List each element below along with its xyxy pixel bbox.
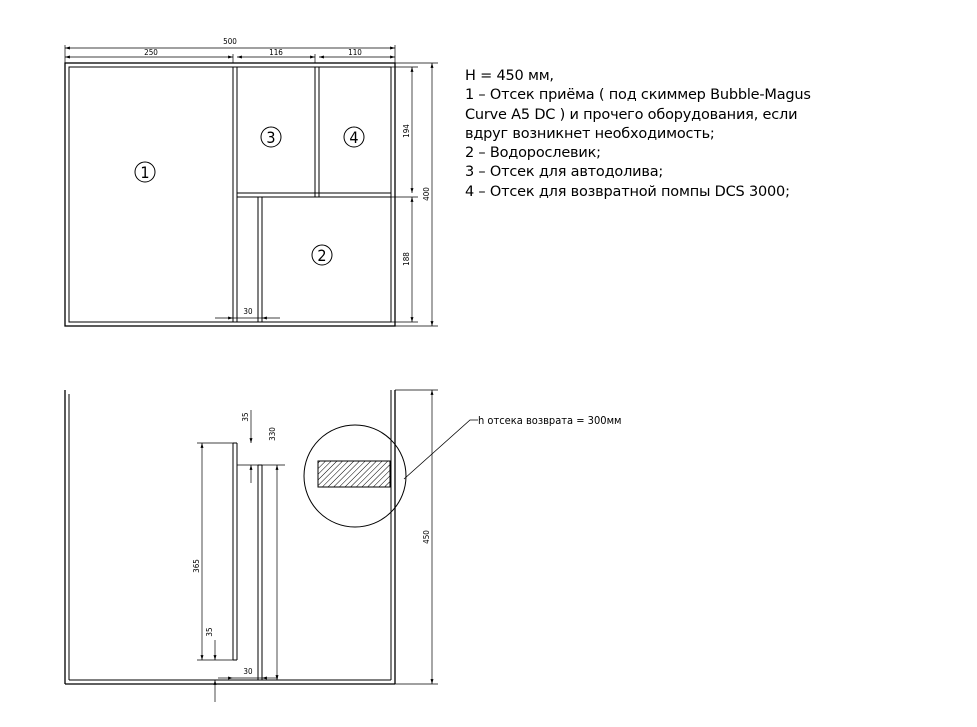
dim-height-lower: 188 xyxy=(402,252,411,266)
dim-top-gap: 35 xyxy=(241,412,250,421)
compartment-1-label: 1 xyxy=(140,163,149,182)
legend-item-3: 3 – Отсек для автодолива; xyxy=(465,164,664,181)
legend-item-1-cont2: вдруг возникнет необходимость; xyxy=(465,125,715,142)
dim-width-3: 116 xyxy=(269,48,283,57)
dim-height-450: 450 xyxy=(422,530,431,544)
dim-overall-width: 500 xyxy=(223,37,237,46)
dim-height-365: 365 xyxy=(192,559,201,573)
legend-item-4: 4 – Отсек для возвратной помпы DCS 3000; xyxy=(465,183,790,200)
hatched-section xyxy=(317,460,391,488)
compartment-3-label: 3 xyxy=(266,128,275,147)
tank-outer-wall xyxy=(64,62,396,327)
dim-height-total: 400 xyxy=(422,187,431,201)
compartment-4-label: 4 xyxy=(349,128,358,147)
dim-gap-bottom: 30 xyxy=(243,667,253,676)
dim-width-4: 110 xyxy=(348,48,362,57)
top-view xyxy=(64,45,438,327)
legend-item-1-cont: Curve A5 DC ) и прочего оборудования, ес… xyxy=(465,106,798,123)
detail-circle xyxy=(303,424,407,528)
side-view xyxy=(64,389,478,702)
dim-gap-top: 30 xyxy=(243,307,253,316)
tank-inner-wall xyxy=(68,66,392,323)
legend-item-2: 2 – Водорослевик; xyxy=(465,145,601,162)
leader-line xyxy=(403,419,478,480)
dim-height-330: 330 xyxy=(268,427,277,441)
return-compartment-note: h отсека возврата = 300мм xyxy=(478,414,622,427)
legend-height: H = 450 мм, xyxy=(465,68,554,84)
dim-bottom-gap: 35 xyxy=(205,627,214,636)
dim-width-1: 250 xyxy=(144,48,158,57)
legend-item-1: 1 – Отсек приёма ( под скиммер Bubble-Ma… xyxy=(465,87,811,104)
compartment-2-label: 2 xyxy=(317,246,326,265)
dim-height-upper: 194 xyxy=(402,124,411,138)
legend: H = 450 мм, 1 – Отсек приёма ( под скимм… xyxy=(465,67,811,202)
